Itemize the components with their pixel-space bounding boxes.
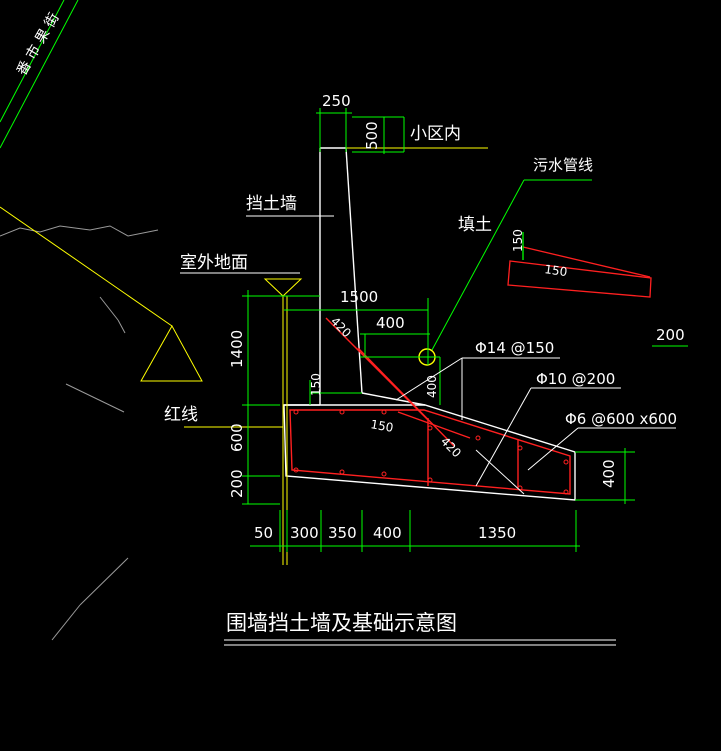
foundation-rebar	[289, 317, 571, 495]
road-edge-lines	[0, 0, 79, 149]
detail-dim-150-diagonal: 150	[544, 262, 569, 279]
dim-height-1400: 1400	[228, 330, 246, 368]
label-retaining-wall: 挡土墙	[246, 194, 297, 214]
label-outdoor-ground: 室外地面	[180, 253, 248, 273]
rebar-dots	[293, 409, 569, 495]
dim-pipe-height-400: 400	[425, 375, 439, 398]
leader-lines	[180, 179, 676, 495]
label-fill-soil: 填土	[458, 215, 492, 235]
setout-triangle	[0, 206, 203, 382]
drawing-title: 围墙挡土墙及基础示意图	[226, 611, 457, 635]
retaining-wall-outline	[283, 147, 576, 501]
haunch-detail	[507, 232, 652, 298]
dim-end-height-400: 400	[600, 459, 618, 488]
dim-haunch-150-vertical: 150	[309, 373, 323, 396]
dim-pipe-offset-400: 400	[376, 314, 405, 332]
dim-height-200: 200	[228, 469, 246, 498]
dim-height-600: 600	[228, 423, 246, 452]
rebar-label-10: Φ10 @200	[536, 370, 615, 388]
rebar-label-6: Φ6 @600 x600	[565, 410, 677, 428]
dim-haunch-150-diagonal: 150	[369, 417, 394, 435]
dim-bottom-400: 400	[373, 524, 402, 542]
dim-bottom-50: 50	[254, 524, 273, 542]
dim-base-top-1500: 1500	[340, 288, 378, 306]
dim-bottom-300: 300	[290, 524, 319, 542]
dim-chamfer-420-bottom: 420	[438, 434, 464, 460]
label-community-inside: 小区内	[410, 124, 461, 144]
label-sewer-pipe: 污水管线	[533, 156, 593, 174]
dim-side-200: 200	[656, 326, 685, 344]
terrain-lines	[0, 225, 159, 641]
dimension-lines	[242, 108, 688, 552]
rebar-label-14: Φ14 @150	[475, 339, 554, 357]
detail-dim-150-vertical: 150	[511, 229, 525, 252]
dim-top-height: 500	[363, 121, 381, 150]
dim-bottom-350: 350	[328, 524, 357, 542]
dim-top-width: 250	[322, 92, 351, 110]
label-red-line: 红线	[164, 405, 198, 425]
dim-bottom-1350: 1350	[478, 524, 516, 542]
dim-chamfer-420-top: 420	[328, 314, 354, 340]
